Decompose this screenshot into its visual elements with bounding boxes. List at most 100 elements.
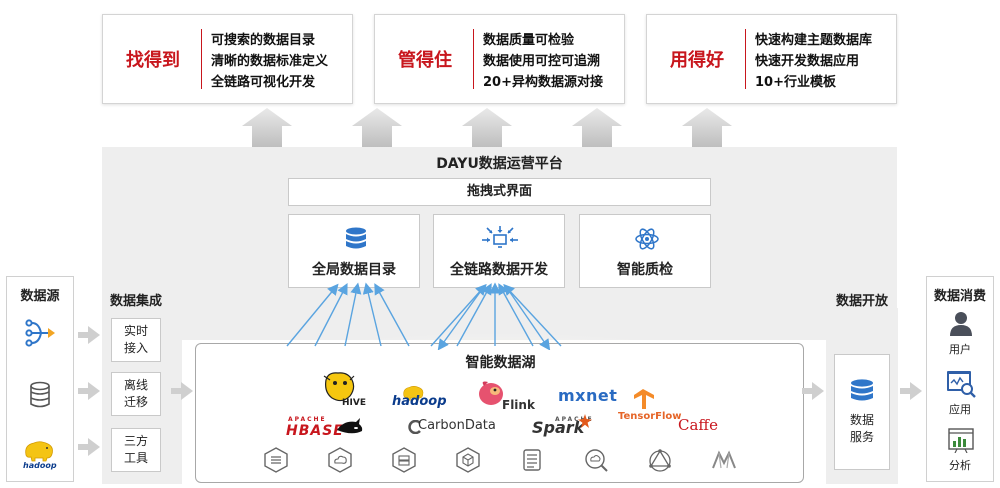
blue-arrow [314, 283, 348, 347]
carbondata-icon [408, 420, 421, 434]
hadoop-logo-text: hadoop [23, 461, 57, 470]
separator [201, 29, 202, 89]
data-service-label: 数据服务 [849, 413, 874, 444]
value-line: 快速开发数据应用 [755, 54, 860, 69]
tensorflow-logo-text: TensorFlow [618, 411, 682, 422]
lake-glow [219, 284, 779, 344]
value-line: 数据质量可检验 [483, 33, 575, 48]
data-integration-panel: 实时接入 离线迁移 三方工具 [102, 308, 182, 484]
value-lines: 可搜索的数据目录 清晰的数据标准定义 全链路可视化开发 [211, 30, 328, 93]
right-arrow [78, 382, 100, 400]
blue-arrow [498, 283, 534, 347]
hive-logo-text: HIVE [342, 398, 366, 408]
app-search-icon [947, 371, 976, 398]
module-label: 智能质检 [617, 262, 673, 278]
data-open-title: 数据开放 [835, 294, 888, 309]
integration-item-label: 三方工具 [123, 434, 148, 465]
value-line: 快速构建主题数据库 [755, 33, 873, 48]
up-arrow [242, 108, 292, 148]
consume-label-app: 应用 [949, 403, 971, 416]
consume-label-analysis: 分析 [949, 459, 971, 472]
hadoop-elephant-icon [25, 441, 53, 462]
module-global-catalog: 全局数据目录 [288, 214, 420, 288]
module-smart-quality: 智能质检 [579, 214, 711, 288]
blue-arrow [286, 283, 339, 347]
blue-arrow [503, 283, 562, 347]
blue-arrow [362, 282, 382, 347]
value-line: 清晰的数据标准定义 [211, 54, 329, 69]
data-flow-icon [25, 319, 55, 347]
value-title: 用得好 [670, 50, 724, 71]
right-arrow [802, 382, 824, 400]
mxnet-logo-text: mxnet [558, 386, 618, 405]
up-arrow [352, 108, 402, 148]
data-consume-panel: 数据消费 用户 应用 分析 [926, 276, 994, 482]
hbase-logo-text: HBASE [286, 423, 344, 439]
data-service-box: 数据服务 [834, 354, 890, 470]
drag-drop-ui-label: 拖拽式界面 [466, 184, 532, 199]
data-consume-title: 数据消费 [933, 289, 986, 304]
flink-logo-text: Flink [502, 398, 535, 412]
integration-item-thirdparty: 三方工具 [111, 428, 161, 472]
value-line: 全链路可视化开发 [211, 75, 316, 90]
up-arrow [682, 108, 732, 148]
data-source-title: 数据源 [20, 289, 60, 304]
blue-arrow [506, 287, 551, 350]
inflow-arrows [78, 326, 193, 456]
value-box-findable: 找得到 可搜索的数据目录 清晰的数据标准定义 全链路可视化开发 [102, 14, 353, 104]
server-hex-icon [392, 447, 416, 473]
database-icon [30, 381, 50, 408]
up-arrow [572, 108, 622, 148]
blue-arrow [456, 283, 492, 347]
hive-logo-icon [323, 372, 355, 402]
separator [745, 29, 746, 89]
value-lines: 快速构建主题数据库 快速开发数据应用 10+行业模板 [755, 30, 872, 93]
value-box-manageable: 管得住 数据质量可检验 数据使用可控可追溯 20+异构数据源对接 [374, 14, 625, 104]
integration-item-label: 实时接入 [123, 324, 148, 355]
data-integration-title: 数据集成 [109, 294, 162, 309]
search-cloud-icon [585, 449, 608, 472]
blue-arrow [344, 282, 362, 347]
value-title: 管得住 [398, 50, 452, 71]
module-full-chain-dev: 全链路数据开发 [433, 214, 565, 288]
drag-drop-ui-box: 拖拽式界面 [288, 178, 711, 206]
database-icon [346, 227, 366, 249]
integration-item-label: 离线迁移 [123, 378, 148, 409]
flink-squirrel-icon [479, 381, 503, 405]
analytics-icon [948, 428, 974, 453]
blue-arrow [374, 283, 410, 347]
up-arrow [462, 108, 512, 148]
outflow-arrows [802, 382, 922, 400]
integration-item-realtime: 实时接入 [111, 318, 161, 362]
spark-star-icon [578, 414, 592, 428]
stream-icon [264, 447, 288, 473]
platform-title: DAYU数据运营平台 [436, 156, 563, 172]
smart-data-lake: 智能数据湖 HIVE hadoop Flink mxnet TensorFlow [195, 343, 804, 483]
caffe-logo-text: Caffe [678, 416, 718, 434]
box-hex-icon [456, 447, 480, 473]
hadoop-elephant-icon [403, 386, 424, 401]
mountain-m-icon [712, 450, 736, 469]
value-box-usable: 用得好 快速构建主题数据库 快速开发数据应用 10+行业模板 [646, 14, 897, 104]
data-open-panel: 数据服务 [826, 308, 898, 484]
document-icon [523, 449, 541, 471]
module-label: 全局数据目录 [312, 262, 396, 278]
value-lines: 数据质量可检验 数据使用可控可追溯 20+异构数据源对接 [483, 30, 603, 93]
spark-logo-text: Spark [532, 418, 585, 437]
value-line: 20+异构数据源对接 [483, 75, 603, 90]
lake-to-modules-arrows [286, 282, 562, 350]
atom-icon [635, 228, 659, 250]
right-arrow [78, 438, 100, 456]
right-arrow [171, 382, 193, 400]
network-triangle-icon [649, 449, 671, 472]
blue-arrow [437, 287, 484, 350]
database-stack-icon [851, 379, 873, 401]
integration-item-offline: 离线迁移 [111, 372, 161, 416]
blue-arrow [430, 283, 487, 347]
consume-label-user: 用户 [949, 343, 971, 356]
carbondata-logo-text: CarbonData [418, 418, 496, 433]
value-line: 10+行业模板 [755, 75, 836, 90]
tensorflow-icon [634, 389, 654, 409]
spark-apache-text: APACHE [555, 416, 594, 423]
